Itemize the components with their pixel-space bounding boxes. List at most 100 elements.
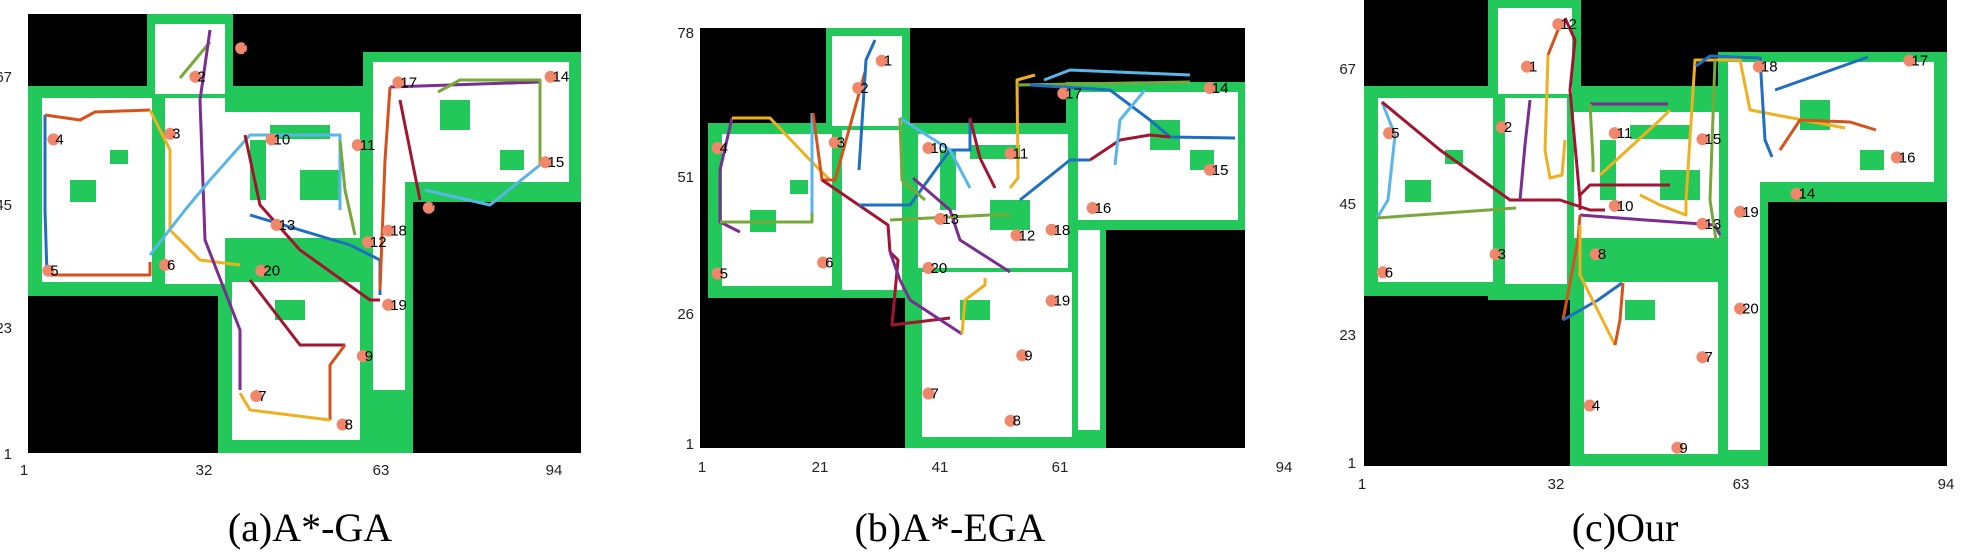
waypoint-marker xyxy=(392,76,405,89)
path-route xyxy=(389,80,541,89)
waypoint-marker xyxy=(1696,351,1709,364)
waypoint-label: 18 xyxy=(390,223,407,240)
waypoint-marker xyxy=(1696,133,1709,146)
y-tick: 23 xyxy=(0,320,12,337)
waypoint-marker xyxy=(934,212,947,225)
path-route xyxy=(960,278,987,335)
waypoint-marker xyxy=(1057,87,1070,100)
waypoint-marker xyxy=(875,54,888,67)
waypoint-marker xyxy=(1016,349,1029,362)
waypoint-marker xyxy=(922,262,935,274)
waypoint-label: 1 xyxy=(1529,59,1537,76)
waypoint-marker xyxy=(1521,60,1533,73)
path-route xyxy=(1376,206,1517,220)
x-tick: 61 xyxy=(1052,459,1069,476)
waypoint-label: 7 xyxy=(1705,349,1713,366)
waypoint-marker xyxy=(828,136,841,149)
path-route xyxy=(1774,55,1869,92)
x-ticks-a: 1 32 63 94 xyxy=(20,462,563,479)
caption-b: (b)A*-EGA xyxy=(854,505,1046,550)
waypoint-label: 16 xyxy=(1095,200,1112,217)
path-route xyxy=(1089,133,1171,162)
waypoint-marker xyxy=(382,298,395,311)
path-route xyxy=(1639,58,1846,217)
path-route xyxy=(243,134,380,302)
waypoint-label: 16 xyxy=(431,200,448,217)
waypoint-marker xyxy=(250,390,263,402)
path-route xyxy=(1708,59,1718,241)
path-route xyxy=(811,71,867,182)
waypoint-label: 14 xyxy=(553,69,570,86)
y-tick: 67 xyxy=(0,69,12,86)
path-route xyxy=(1562,281,1623,322)
waypoint-marker xyxy=(356,350,369,363)
path-route xyxy=(857,39,877,171)
waypoint-marker xyxy=(1696,217,1709,230)
waypoint-marker xyxy=(1583,399,1596,412)
path-route xyxy=(44,108,151,122)
waypoint-marker xyxy=(336,418,349,431)
path-route xyxy=(912,176,1011,274)
path-route xyxy=(43,115,49,276)
waypoint-marker xyxy=(422,201,435,214)
path-route xyxy=(378,86,392,291)
waypoint-label: 8 xyxy=(1013,413,1021,430)
waypoint-marker xyxy=(47,133,60,146)
waypoint-label: 6 xyxy=(825,255,833,272)
path-route xyxy=(1518,99,1532,201)
waypoint-marker xyxy=(189,70,202,83)
waypoint-label: 17 xyxy=(1911,53,1928,70)
waypoint-marker xyxy=(922,142,935,154)
y-tick: 78 xyxy=(677,25,694,42)
waypoint-marker xyxy=(159,258,171,271)
y-ticks-c: 67 45 23 1 xyxy=(1339,61,1356,472)
waypoint-label: 9 xyxy=(1679,440,1687,457)
waypoint-marker xyxy=(1086,202,1099,214)
waypoint-label: 6 xyxy=(1385,264,1393,281)
x-tick: 32 xyxy=(1548,476,1565,493)
x-tick: 1 xyxy=(20,462,28,479)
path-route xyxy=(1019,158,1090,202)
path-route xyxy=(1029,83,1236,140)
waypoint-label: 12 xyxy=(1560,16,1577,33)
waypoint-label: 5 xyxy=(50,263,58,280)
waypoint-label: 12 xyxy=(370,234,387,251)
waypoint-marker xyxy=(544,70,557,83)
path-route xyxy=(968,117,997,189)
waypoint-label: 3 xyxy=(837,135,845,152)
path-route xyxy=(1381,100,1605,212)
waypoint-label: 14 xyxy=(1799,186,1816,203)
waypoint-marker xyxy=(1495,121,1508,134)
waypoint-label: 20 xyxy=(263,263,280,280)
path-route xyxy=(1613,282,1625,346)
waypoint-label: 15 xyxy=(1705,131,1722,148)
path-route xyxy=(328,344,347,420)
path-route xyxy=(248,279,345,347)
x-tick: 63 xyxy=(1733,476,1750,493)
waypoint-label: 19 xyxy=(1742,204,1759,221)
waypoint-marker xyxy=(539,156,552,169)
waypoint-label: 4 xyxy=(1592,398,1600,415)
waypoint-marker xyxy=(255,264,268,277)
paths-a xyxy=(43,29,542,422)
waypoint-label: 18 xyxy=(1761,59,1778,76)
waypoint-label: 2 xyxy=(860,80,868,97)
waypoint-marker xyxy=(1903,54,1916,67)
waypoint-marker xyxy=(270,218,283,231)
waypoint-label: 11 xyxy=(1013,146,1029,163)
waypoint-marker xyxy=(1790,187,1803,200)
waypoint-label: 8 xyxy=(345,417,353,434)
path-route xyxy=(178,41,212,79)
x-tick: 41 xyxy=(932,459,949,476)
waypoint-marker xyxy=(265,133,278,146)
waypoint-marker xyxy=(922,387,935,400)
waypoint-marker xyxy=(1890,151,1903,164)
path-route xyxy=(1543,54,1567,180)
waypoint-label: 1 xyxy=(243,40,251,57)
waypoint-marker xyxy=(1734,205,1747,218)
path-route xyxy=(888,251,963,336)
waypoint-marker xyxy=(1203,163,1216,176)
paths-b xyxy=(718,39,1236,336)
waypoint-marker xyxy=(1734,302,1747,315)
